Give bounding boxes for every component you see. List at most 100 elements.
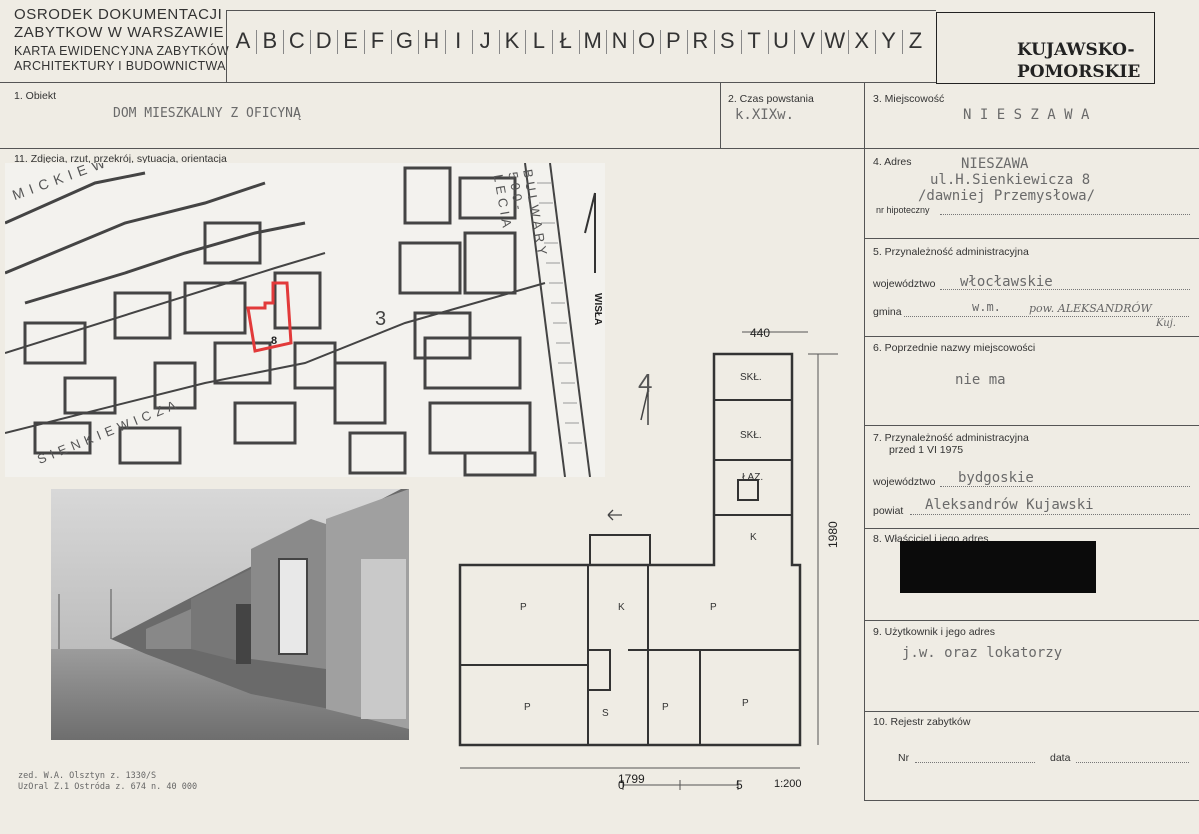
- field-obiekt-label: 1. Obiekt: [14, 90, 57, 102]
- alphabet-separator: [606, 30, 608, 54]
- alphabet-letter: U: [773, 28, 789, 53]
- field-rejestr-nr-label: Nr: [898, 752, 910, 764]
- field-woj1975-label: województwo: [873, 476, 936, 488]
- plan-room-label: SKŁ.: [740, 372, 762, 383]
- redaction-block: [900, 541, 1096, 593]
- rejestr-data-line: [1076, 762, 1189, 763]
- gmina-line: [904, 316, 1189, 317]
- field-przyn1975-sublabel: przed 1 VI 1975: [889, 444, 964, 456]
- alphabet-letter: X: [854, 28, 870, 53]
- alphabet-letter: M: [583, 28, 602, 53]
- alphabet-letter: Y: [881, 28, 896, 53]
- alphabet-letter: S: [719, 28, 735, 53]
- woj-line: [940, 289, 1190, 290]
- alphabet-letter: N: [611, 28, 628, 53]
- plan-north-mark: 4: [638, 368, 653, 398]
- footer-line-2: UzOral Z.1 Ostróda z. 674 n. 40 000: [18, 782, 198, 792]
- field-gmina-handwritten-2: Kuj.: [1156, 318, 1176, 329]
- alphabet-letter: G: [395, 28, 413, 53]
- plan-room-label: S: [602, 708, 609, 719]
- alphabet-letter: Z: [908, 28, 923, 53]
- field-woj-label: województwo: [873, 278, 936, 290]
- alphabet-separator: [256, 30, 258, 54]
- row8-bottom-rule: [864, 620, 1199, 621]
- lot-outline: [246, 281, 293, 353]
- alphabet-separator: [875, 30, 877, 54]
- field-powiat-value: Aleksandrów Kujawski: [925, 497, 1094, 513]
- alphabet-separator: [848, 30, 850, 54]
- row5-bottom-rule: [864, 336, 1199, 337]
- field-hipoteczny-label: nr hipoteczny: [876, 205, 930, 215]
- field-przynaleznosc-label: 5. Przynależność administracyjna: [873, 246, 1029, 258]
- field-gmina-handwritten: pow. ALEKSANDRÓW: [1029, 302, 1152, 315]
- plan-room-label: P: [520, 602, 527, 613]
- alphabet-separator: [713, 30, 715, 54]
- alphabet-letter: C: [288, 28, 305, 53]
- map-block-number: 3: [375, 308, 387, 330]
- alphabet-letter: J: [479, 28, 491, 53]
- alphabet-letter: D: [315, 28, 332, 53]
- cadastral-map: MICKIEW BULWARY 500-LECIA SIENKIEWICZA W…: [5, 163, 605, 477]
- alphabet-letter: H: [423, 28, 440, 53]
- region-line-2: POMORSKIE: [1017, 62, 1141, 82]
- field-adres-label: 4. Adres: [873, 156, 912, 168]
- alphabet-letter: E: [343, 28, 358, 53]
- institution-line-2: ZABYTKOW W WARSZAWIE: [14, 24, 225, 41]
- alphabet-separator: [471, 30, 473, 54]
- field-miejscowosc-value: N I E S Z A W A: [963, 107, 1090, 123]
- footer-line-1: zed. W.A. Olsztyn z. 1330/S: [18, 771, 157, 781]
- alphabet-separator: [310, 30, 312, 54]
- plan-room-label: K: [750, 532, 757, 543]
- alphabet-separator: [337, 30, 339, 54]
- field-poprzednie-label: 6. Poprzednie nazwy miejscowości: [873, 342, 1036, 354]
- alphabet-letter: T: [747, 28, 761, 53]
- alphabet-separator: [794, 30, 796, 54]
- map-lot-number: 8: [271, 335, 278, 347]
- entrance-arrow: [607, 509, 622, 521]
- row6-bottom-rule: [864, 425, 1199, 426]
- field-woj1975-value: bydgoskie: [958, 470, 1034, 486]
- scale-five: 5: [736, 778, 743, 792]
- plan-room-label: K: [618, 602, 625, 613]
- alphabet-separator: [821, 30, 823, 54]
- alphabet-separator: [659, 30, 661, 54]
- plan-room-label: P: [662, 702, 669, 713]
- field-adres-line1: NIESZAWA: [961, 156, 1029, 172]
- field-przyn1975-label: 7. Przynależność administracyjna: [873, 432, 1029, 444]
- woj1975-line: [940, 486, 1190, 487]
- photo-drawing: [51, 489, 409, 740]
- alphabet-letter: O: [637, 28, 656, 53]
- map-drawing: [5, 163, 596, 477]
- field-woj-value: włocławskie: [960, 274, 1053, 290]
- field-uzytkownik-label: 9. Użytkownik i jego adres: [873, 626, 995, 638]
- alphabet-letter: P: [666, 28, 681, 53]
- alphabet-separator: [633, 30, 634, 54]
- plan-dim-bottom: 1799: [618, 772, 645, 786]
- powiat-line: [910, 514, 1190, 515]
- alphabet-separator: [767, 30, 769, 54]
- alphabet-letter: Ł: [559, 28, 572, 53]
- alphabet-separator: [740, 30, 742, 54]
- institution-line-4: ARCHITEKTURY I BUDOWNICTWA: [14, 59, 226, 73]
- street-photo: [51, 489, 409, 740]
- field-gmina-label: gmina: [873, 306, 902, 318]
- alphabet-separator: [364, 30, 365, 54]
- header-top-rule: [226, 10, 936, 11]
- alphabet-separator: [686, 30, 688, 54]
- card-bottom-rule: [864, 800, 1199, 801]
- north-arrow: [584, 192, 596, 273]
- plan-drawing: [458, 331, 838, 790]
- alphabet-letter: L: [532, 28, 546, 53]
- field-gmina-value: w.m.: [972, 300, 1001, 314]
- field-adres-line2: ul.H.Sienkiewicza 8: [930, 172, 1091, 188]
- hipoteczny-line: [940, 214, 1190, 215]
- field-obiekt-value: DOM MIESZKALNY Z OFICYNĄ: [113, 106, 301, 121]
- field-zdjecia-label: 11. Zdjęcia, rzut, przekrój, sytuacja, o…: [14, 153, 227, 165]
- alphabet-letter: F: [370, 28, 385, 53]
- plan-room-label: P: [742, 698, 749, 709]
- alphabet-letter: B: [262, 28, 278, 53]
- field-rejestr-data-label: data: [1050, 752, 1071, 764]
- field-rejestr-label: 10. Rejestr zabytków: [873, 716, 971, 728]
